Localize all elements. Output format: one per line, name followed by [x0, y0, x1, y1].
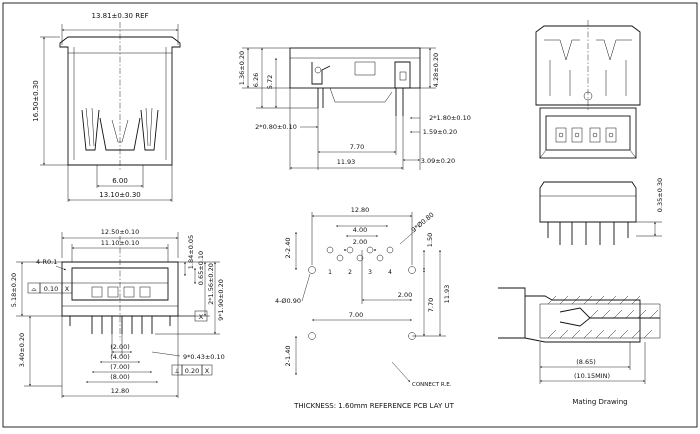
rear-view: 0.35±0.30	[535, 20, 664, 245]
pcb-pitch: 9*Ø0.80	[410, 211, 436, 234]
tol-symbol: ⌓	[31, 285, 36, 293]
pcb-w2: 4.00	[353, 226, 367, 234]
mating-view: (8.65) (10.15MIN) Mating Drawing	[498, 287, 661, 406]
pcb-connect: CONNECT R.E.	[412, 382, 452, 388]
top-outer-width: 13.10±0.30	[99, 191, 141, 199]
pcb-n4: 4	[388, 269, 392, 276]
pcb-hole: 4-Ø0.90	[275, 297, 301, 305]
datum-x: X	[199, 313, 204, 321]
front-w2: 11.10±0.10	[101, 239, 140, 247]
pcb-h1: 1.50	[426, 233, 434, 247]
front-pin: 9*0.43±0.10	[183, 353, 225, 361]
side-w2: 11.93	[337, 158, 356, 166]
top-width-ref: 13.81±0.30 REF	[91, 12, 148, 20]
pcb-mid: 7.00	[349, 311, 363, 319]
front-view: 12.50±0.10 11.10±0.10 4-R0.1 1.84±0.05 0…	[10, 228, 225, 398]
front-h3: 2*1.56±0.20	[207, 263, 215, 305]
front-left-h2: 3.40±0.20	[18, 333, 26, 367]
side-h3: 5.72	[266, 75, 274, 89]
front-b1: (2.00)	[110, 343, 130, 351]
fc-ref: X	[205, 367, 210, 375]
side-view: 1.36±0.20 6.26 5.72 4.28±0.20 2*0.80±0.1…	[238, 47, 471, 170]
pcb-h2: 7.70	[427, 298, 435, 312]
top-inner-width: 6.00	[112, 177, 128, 185]
front-b5: 12.80	[111, 387, 130, 395]
front-h1: 1.84±0.05	[187, 235, 195, 269]
front-b2: (4.00)	[110, 353, 130, 361]
tol-value: 0.10	[44, 285, 58, 293]
mating-d2: (10.15MIN)	[574, 372, 610, 380]
pcb-w3: 2.00	[353, 238, 367, 246]
front-b4: (8.00)	[110, 373, 130, 381]
front-b3: (7.00)	[110, 363, 130, 371]
side-db: 1.59±0.20	[423, 128, 457, 136]
pcb-w: 12.80	[351, 206, 370, 214]
side-w1: 7.70	[350, 143, 364, 151]
pcb-n3: 3	[368, 269, 372, 276]
pcb-layout: 12.80 4.00 2.00 9*Ø0.80 1 2 3 4 2-2.40 1…	[275, 206, 455, 410]
fc-symbol: ⊥	[174, 367, 180, 375]
sheet-frame	[2, 2, 698, 428]
top-view: 13.81±0.30 REF 16.50±0.30 6.00 13.10±0.3…	[32, 12, 181, 202]
pcb-n2: 2	[348, 269, 352, 276]
mating-d1: (8.65)	[576, 358, 596, 366]
pcb-side: 2-2.40	[284, 238, 292, 259]
front-w1: 12.50±0.10	[101, 228, 140, 236]
front-left-h: 5.18±0.20	[10, 273, 18, 307]
pcb-center: 2.00	[398, 291, 412, 299]
side-h4: 4.28±0.20	[432, 53, 440, 87]
pcb-n1: 1	[328, 269, 332, 276]
pcb-thickness-note: THICKNESS: 1.60mm REFERENCE PCB LAY UT	[293, 402, 455, 410]
side-h1: 1.36±0.20	[238, 51, 246, 85]
pcb-bot: 2-1.40	[284, 346, 292, 367]
pcb-holes	[308, 246, 416, 340]
top-height: 16.50±0.30	[32, 80, 40, 122]
front-h4: 9*1.90±0.20	[217, 279, 225, 321]
side-da: 2*1.80±0.10	[429, 114, 471, 122]
mating-caption: Mating Drawing	[572, 398, 627, 406]
front-h2: 0.65±0.10	[197, 251, 205, 285]
side-w3: 3.09±0.20	[421, 157, 455, 165]
side-h2: 6.26	[252, 73, 260, 87]
pcb-h3: 11.93	[443, 285, 451, 304]
rear-h: 0.35±0.30	[656, 178, 664, 212]
tol-ref: X	[65, 285, 70, 293]
side-pin: 2*0.80±0.10	[255, 123, 297, 131]
fc-value: 0.20	[185, 367, 199, 375]
